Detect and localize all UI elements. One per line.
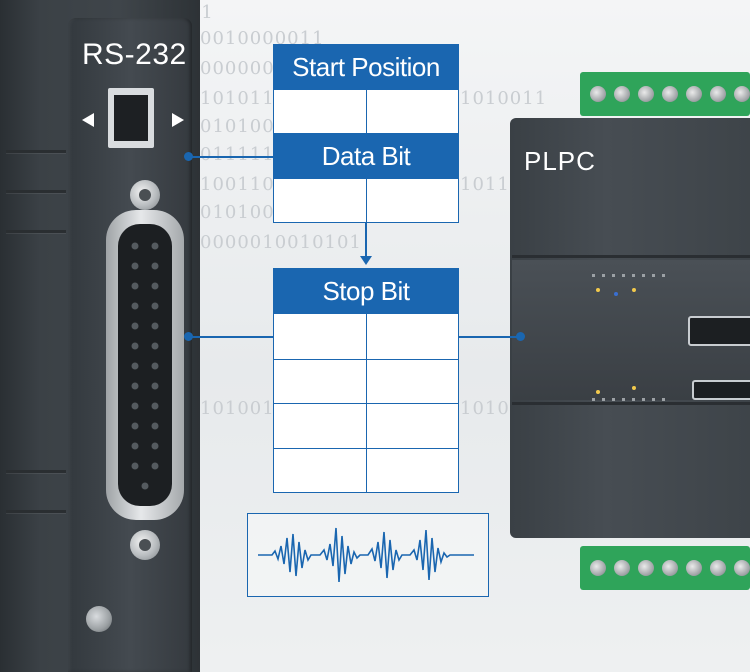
flow-arrow-icon (360, 256, 372, 265)
background-binary-text: 0000010010101 (200, 232, 362, 253)
connector-top-screw (130, 180, 160, 210)
signal-waveform-box (247, 513, 489, 597)
link-line-module-lower (192, 336, 274, 338)
background-binary-text: 1011 (460, 174, 510, 195)
link-dot-module-lower (184, 332, 193, 341)
link-dot-module-upper (184, 152, 193, 161)
triangle-right-icon (172, 113, 184, 127)
connector-pins (131, 242, 159, 490)
data-bit-header: Data Bit (273, 133, 459, 179)
connector-bottom-screw (130, 530, 160, 560)
background-binary-text: 011111 (200, 144, 275, 165)
start-position-header: Start Position (273, 44, 459, 90)
selector-switch (108, 88, 154, 148)
data-bit-cells (273, 178, 459, 223)
triangle-left-icon (82, 113, 94, 127)
background-binary-text: 100110 (200, 174, 275, 195)
start-position-cells (273, 89, 459, 134)
plc-top-terminal-block (580, 72, 750, 116)
module-base-screw (86, 606, 112, 632)
plc-bottom-terminal-block (580, 546, 750, 590)
background-binary-text: 1010011 (460, 88, 548, 109)
plc-port-lower (692, 380, 750, 400)
background-binary-text: 0010000011 (200, 28, 325, 49)
stop-bit-cells (273, 313, 459, 493)
link-line-module-upper (192, 156, 274, 158)
stop-bit-header: Stop Bit (273, 268, 459, 314)
plc-label: PLPC (524, 146, 596, 176)
signal-waveform-icon (258, 527, 474, 583)
flow-line (365, 222, 367, 258)
db25-connector (106, 210, 184, 520)
plc-port-upper (688, 316, 750, 346)
background-binary-text: 1010 (460, 398, 510, 419)
rs232-label: RS-232 (82, 38, 187, 71)
link-dot-plc (516, 332, 525, 341)
link-line-plc (458, 336, 518, 338)
